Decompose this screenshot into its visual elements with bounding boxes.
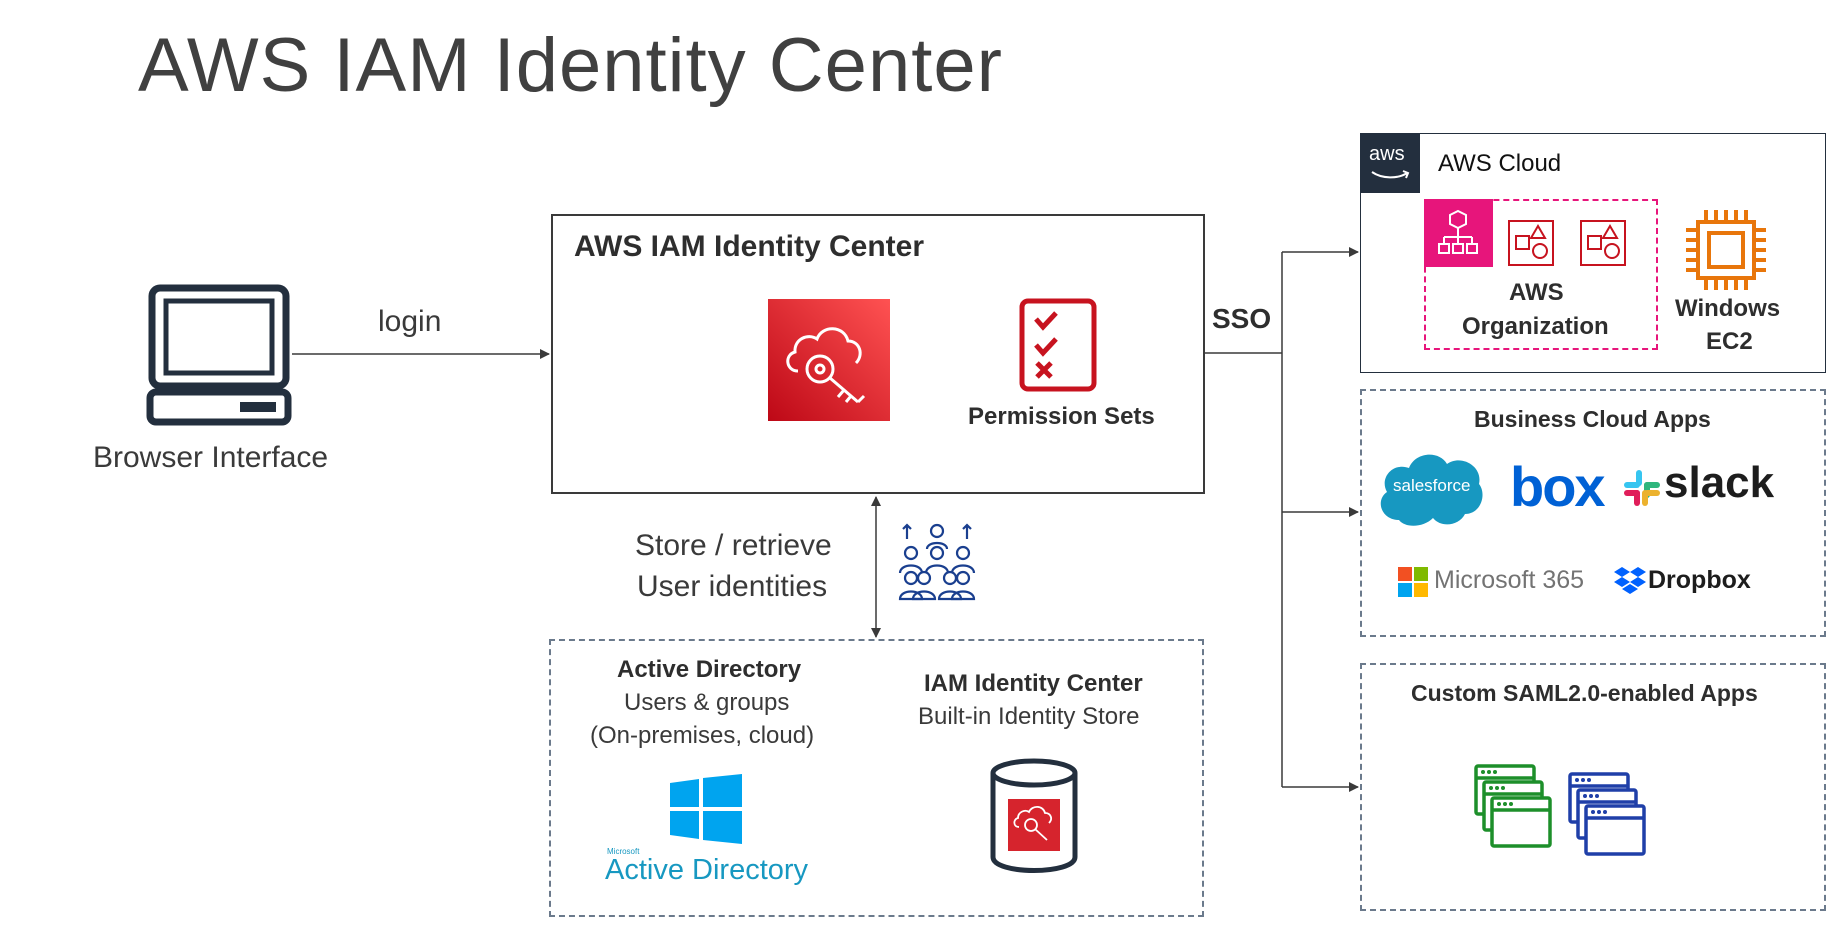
aws-smile-icon (1371, 170, 1410, 179)
active-directory-users-groups: Users & groups (624, 689, 790, 716)
active-directory-location: (On-premises, cloud) (590, 722, 815, 749)
custom-saml-apps-heading: Custom SAML2.0-enabled Apps (1411, 680, 1758, 706)
windows-ec2-label-2: EC2 (1706, 328, 1753, 355)
aws-organization-label-1: AWS (1509, 279, 1564, 306)
builtin-store-heading: IAM Identity Center (924, 670, 1143, 697)
salesforce-logo-icon (1380, 454, 1483, 526)
business-cloud-apps-heading: Business Cloud Apps (1474, 406, 1711, 432)
database-icon (990, 758, 1078, 873)
aws-organization-label-2: Organization (1462, 313, 1609, 340)
sso-label: SSO (1212, 303, 1272, 334)
aws-logo-icon: aws (1360, 133, 1420, 193)
windows-ec2-label-1: Windows (1675, 295, 1781, 322)
microsoft-365-label: Microsoft 365 (1434, 566, 1585, 594)
iam-identity-center-heading: AWS IAM Identity Center (574, 230, 925, 263)
checklist-icon (1019, 298, 1097, 392)
store-retrieve-label: Store / retrieve (635, 529, 832, 562)
account-icon (1508, 220, 1554, 266)
microsoft-logo-icon (1398, 567, 1428, 597)
builtin-store-label: Built-in Identity Store (918, 703, 1140, 730)
aws-cloud-box (1360, 133, 1826, 373)
aws-organization-box (1424, 199, 1658, 350)
identity-sources-box (549, 639, 1204, 917)
organizations-icon (1424, 199, 1493, 267)
browser-interface-label: Browser Interface (93, 441, 329, 474)
application-green-icon (1474, 764, 1552, 848)
aws-badge-text: aws (1369, 143, 1405, 165)
active-directory-heading: Active Directory (617, 656, 802, 683)
active-directory-logo-text: Active Directory (605, 854, 809, 886)
users-icon (898, 523, 976, 601)
ec2-instance-icon (1686, 210, 1766, 290)
salesforce-label: salesforce (1393, 476, 1471, 495)
user-identities-label: User identities (637, 570, 828, 603)
slack-logo: slack (1664, 458, 1775, 507)
business-cloud-apps-box (1360, 389, 1826, 637)
iam-identity-center-icon (768, 299, 890, 421)
box-logo: box (1510, 455, 1606, 518)
page-title: AWS IAM Identity Center (138, 23, 1003, 108)
login-label: login (378, 305, 442, 338)
application-blue-icon (1568, 772, 1646, 856)
microsoft-small-label: Microsoft (607, 847, 640, 856)
account-icon-2 (1580, 220, 1626, 266)
computer-icon (146, 284, 292, 426)
permission-sets-label: Permission Sets (968, 403, 1155, 430)
dropbox-logo-icon (1614, 567, 1646, 594)
iam-identity-center-box (551, 214, 1205, 494)
slack-logo-icon (1624, 470, 1660, 506)
custom-saml-apps-box (1360, 663, 1826, 911)
dropbox-label: Dropbox (1648, 566, 1751, 594)
aws-cloud-label: AWS Cloud (1438, 150, 1562, 177)
windows-logo-icon (670, 774, 742, 844)
